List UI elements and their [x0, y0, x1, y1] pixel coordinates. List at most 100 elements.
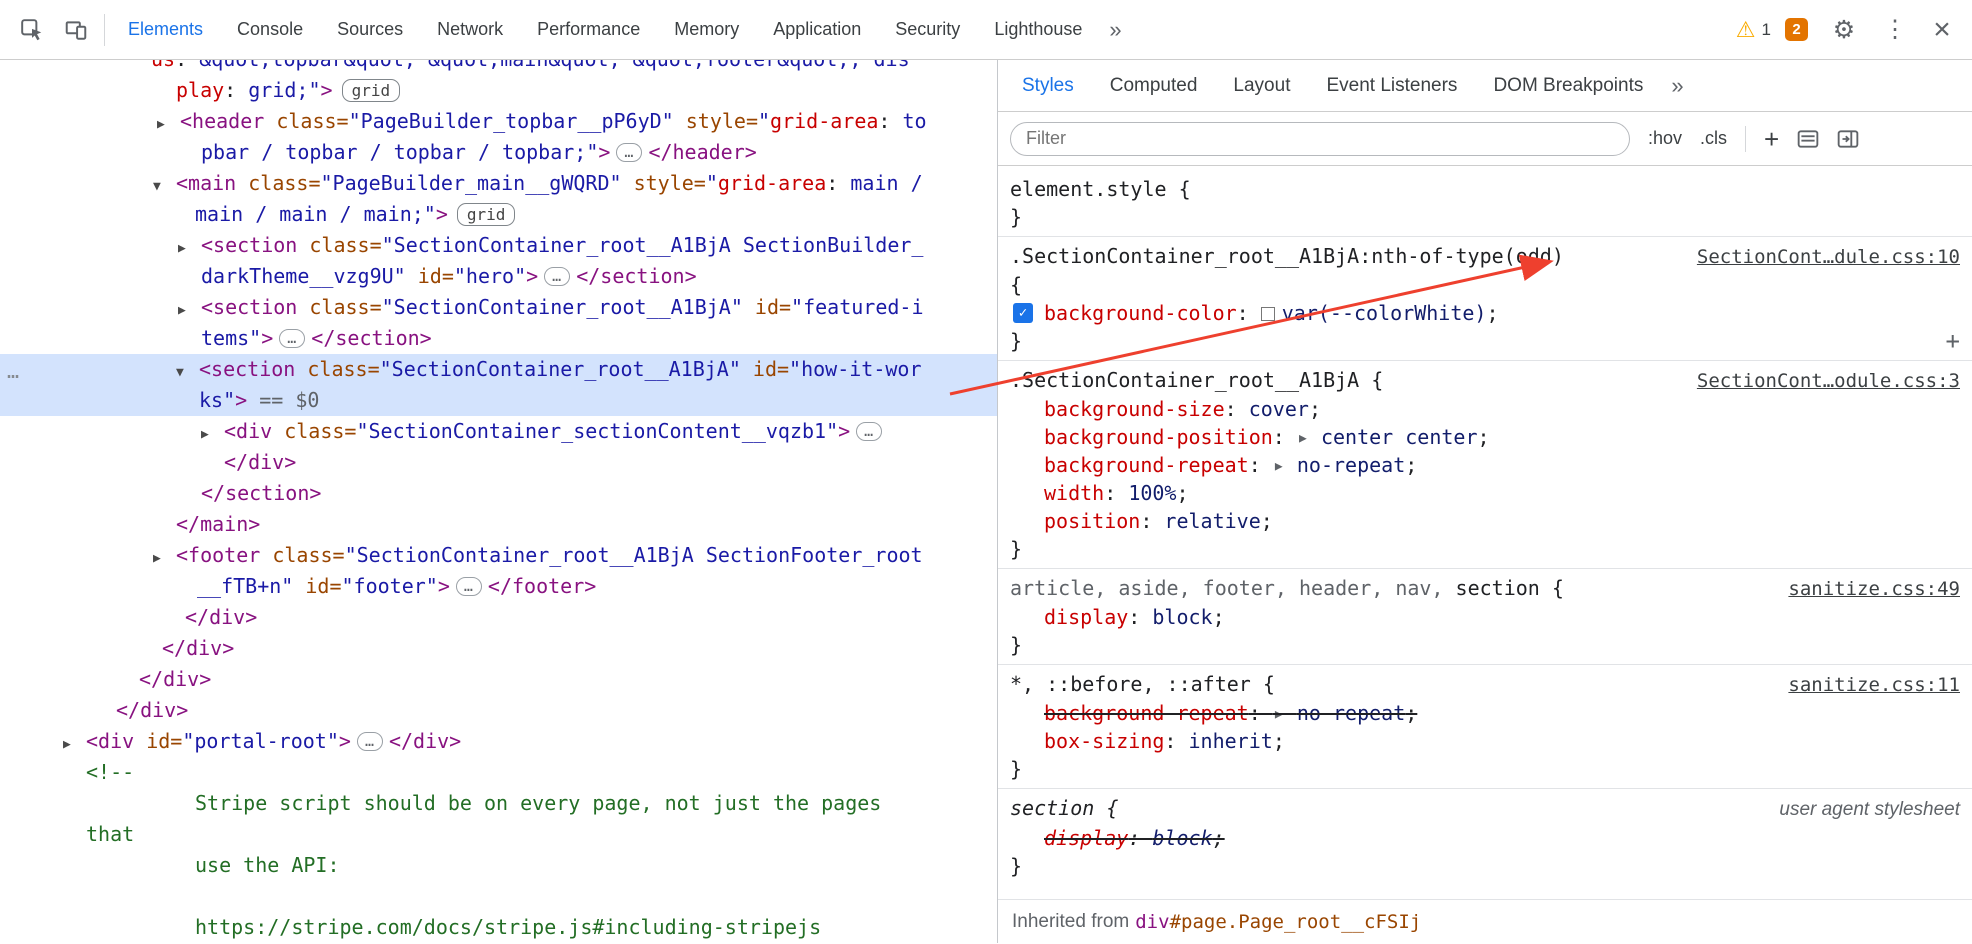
dom-tree-row[interactable]: https://stripe.com/docs/stripe.js#includ…	[0, 912, 997, 943]
sidebar-more-tabs-icon[interactable]: »	[1671, 72, 1684, 98]
tab-application[interactable]: Application	[773, 19, 862, 39]
css-value[interactable]: relative	[1164, 509, 1261, 533]
dom-tree-row[interactable]: darkTheme__vzg9U" id="hero">…</section>	[0, 261, 997, 292]
css-property-name[interactable]: background-repeat	[1044, 701, 1249, 725]
dom-tree-row[interactable]: ▶<header class="PageBuilder_topbar__pP6y…	[0, 106, 997, 137]
disclosure-collapsed-icon[interactable]: ▶	[63, 737, 71, 752]
css-property-name[interactable]: width	[1044, 481, 1105, 505]
pseudo-state-button[interactable]: :hov	[1648, 128, 1683, 148]
dom-tree-row[interactable]: </div>	[0, 695, 997, 726]
tab-security[interactable]: Security	[895, 19, 961, 39]
css-property-name[interactable]: display	[1044, 605, 1129, 629]
css-property-name[interactable]: display	[1044, 826, 1129, 850]
css-value[interactable]: inherit	[1188, 729, 1273, 753]
color-swatch[interactable]	[1260, 307, 1275, 321]
tab-elements[interactable]: Elements	[128, 19, 204, 39]
css-value[interactable]: var(--colorWhite)	[1281, 301, 1487, 325]
expand-ellipsis-button[interactable]: …	[356, 732, 383, 751]
disclosure-expanded-icon[interactable]: ▼	[176, 365, 184, 380]
tab-lighthouse[interactable]: Lighthouse	[994, 19, 1083, 39]
dom-tree-row[interactable]: </div>	[0, 447, 997, 478]
dom-tree-row[interactable]: </section>	[0, 478, 997, 509]
shorthand-expander-icon[interactable]: ▸	[1272, 453, 1297, 477]
rule-selector[interactable]: section {	[1010, 794, 1779, 822]
dom-tree-row[interactable]	[0, 881, 997, 912]
dom-tree-row[interactable]: play: grid;">grid	[0, 75, 997, 106]
stylesheet-link[interactable]: SectionCont…odule.css:3	[1696, 370, 1960, 392]
dom-tree-row[interactable]: </div>	[0, 633, 997, 664]
css-property-name[interactable]: background-size	[1044, 397, 1225, 421]
dom-tree-row[interactable]: ▶<footer class="SectionContainer_root__A…	[0, 540, 997, 571]
tab-network[interactable]: Network	[437, 19, 504, 39]
expand-ellipsis-button[interactable]: …	[544, 267, 571, 286]
css-value[interactable]: block	[1152, 605, 1213, 629]
dom-tree-row[interactable]: use the API:	[0, 850, 997, 881]
disclosure-collapsed-icon[interactable]: ▶	[178, 241, 186, 256]
css-value[interactable]: block	[1152, 826, 1213, 850]
class-toggle-button[interactable]: .cls	[1700, 128, 1728, 148]
dom-tree-row[interactable]: ▶<div class="SectionContainer_sectionCon…	[0, 416, 997, 447]
sidebar-tab-dom-breakpoints[interactable]: DOM Breakpoints	[1493, 74, 1644, 96]
css-property-name[interactable]: box-sizing	[1044, 729, 1165, 753]
disclosure-collapsed-icon[interactable]: ▶	[153, 551, 161, 566]
kebab-menu-icon[interactable]: ⋮	[1883, 16, 1907, 43]
disclosure-collapsed-icon[interactable]: ▶	[201, 427, 209, 442]
tab-memory[interactable]: Memory	[674, 19, 740, 39]
add-declaration-button[interactable]: +	[1945, 327, 1960, 355]
tab-performance[interactable]: Performance	[537, 19, 641, 39]
declaration-checkbox[interactable]: ✓	[1013, 303, 1033, 323]
disclosure-expanded-icon[interactable]: ▼	[153, 179, 161, 194]
dom-tree-row[interactable]: ▶<div id="portal-root">…</div>	[0, 726, 997, 757]
disclosure-collapsed-icon[interactable]: ▶	[157, 117, 165, 132]
dom-tree-row[interactable]: ▶<section class="SectionContainer_root__…	[0, 230, 997, 261]
close-devtools-icon[interactable]: ×	[1933, 12, 1951, 46]
dom-tree-row[interactable]: </div>	[0, 602, 997, 633]
rule-selector[interactable]: element.style {	[1010, 175, 1960, 203]
inherited-node-link[interactable]: div#page.Page_root__cFSIj	[1135, 911, 1421, 933]
expand-ellipsis-button[interactable]: …	[455, 577, 482, 596]
tab-console[interactable]: Console	[237, 19, 304, 39]
stylesheet-link[interactable]: SectionCont…dule.css:10	[1696, 246, 1960, 268]
expand-ellipsis-button[interactable]: …	[856, 422, 883, 441]
dom-tree-row[interactable]: main / main / main;">grid	[0, 199, 997, 230]
tab-sources[interactable]: Sources	[337, 19, 404, 39]
sidebar-tab-styles[interactable]: Styles	[1022, 74, 1074, 96]
css-value[interactable]: center center	[1320, 425, 1478, 449]
warnings-badge[interactable]: ⚠ 1	[1736, 18, 1771, 41]
issues-badge[interactable]: 2	[1785, 18, 1808, 41]
rendering-emulation-icon[interactable]	[1797, 129, 1819, 149]
styles-filter-input[interactable]	[1010, 121, 1630, 156]
dom-tree-row[interactable]: tems">…</section>	[0, 323, 997, 354]
rule-selector[interactable]: *, ::before, ::after {	[1010, 670, 1788, 698]
dom-tree-row[interactable]: that	[0, 819, 997, 850]
expand-ellipsis-button[interactable]: …	[279, 329, 306, 348]
device-toolbar-icon[interactable]	[54, 8, 98, 52]
css-value[interactable]: no-repeat	[1296, 701, 1406, 725]
dom-tree-row[interactable]: ▼<main class="PageBuilder_main__gWQRD" s…	[0, 168, 997, 199]
css-property-name[interactable]: position	[1044, 509, 1141, 533]
grid-badge[interactable]: grid	[456, 203, 516, 226]
rule-selector[interactable]: .SectionContainer_root__A1BjA {	[1010, 366, 1697, 394]
dom-tree-row[interactable]: us: &quot;topbar&quot; &quot;main&quot; …	[0, 60, 997, 75]
dom-tree-row[interactable]: ▶<section class="SectionContainer_root__…	[0, 292, 997, 323]
dom-tree-row[interactable]: ks"> == $0	[0, 385, 997, 416]
dom-tree-row[interactable]: </main>	[0, 509, 997, 540]
shorthand-expander-icon[interactable]: ▸	[1272, 701, 1297, 725]
dom-tree-row[interactable]: <!--	[0, 757, 997, 788]
inspect-element-icon[interactable]	[10, 8, 54, 52]
expand-ellipsis-button[interactable]: …	[616, 143, 643, 162]
css-value[interactable]: cover	[1248, 397, 1309, 421]
more-tabs-icon[interactable]: »	[1109, 16, 1122, 42]
toggle-sidebar-icon[interactable]	[1837, 129, 1859, 149]
dom-tree-row[interactable]: __fTB+n" id="footer">…</footer>	[0, 571, 997, 602]
shorthand-expander-icon[interactable]: ▸	[1296, 425, 1321, 449]
grid-badge[interactable]: grid	[341, 79, 401, 102]
dom-tree-row[interactable]: </div>	[0, 664, 997, 695]
rule-selector[interactable]: article, aside, footer, header, nav, sec…	[1010, 574, 1788, 602]
css-value[interactable]: 100%	[1128, 481, 1177, 505]
sidebar-tab-computed[interactable]: Computed	[1109, 74, 1198, 96]
css-property-name[interactable]: background-repeat	[1044, 453, 1249, 477]
stylesheet-link[interactable]: sanitize.css:11	[1788, 674, 1960, 696]
stylesheet-link[interactable]: sanitize.css:49	[1788, 578, 1960, 600]
dom-tree-row[interactable]: Stripe script should be on every page, n…	[0, 788, 997, 819]
